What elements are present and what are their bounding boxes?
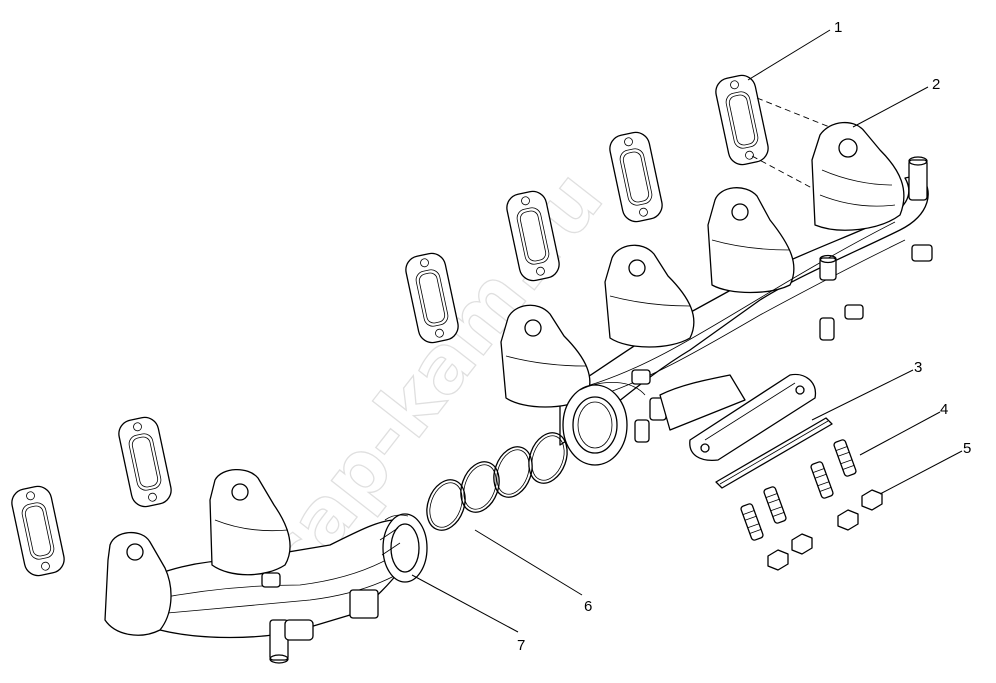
callout-5: 5 [963, 440, 971, 457]
sealing-ring [460, 461, 500, 513]
stud [740, 503, 764, 541]
rear-exhaust-manifold [500, 121, 933, 466]
callout-labels: 1 2 3 4 5 6 7 [517, 19, 971, 654]
stud [810, 461, 834, 499]
stud [833, 439, 857, 477]
studs-group [740, 439, 857, 541]
callout-6: 6 [584, 598, 592, 615]
sealing-ring [493, 446, 533, 498]
callout-1: 1 [834, 19, 842, 36]
stud [763, 486, 787, 524]
leader-lines [411, 29, 963, 633]
sealing-rings [426, 432, 568, 531]
callout-2: 2 [932, 76, 940, 93]
nut [837, 509, 859, 531]
nut [861, 489, 883, 511]
gaskets-group [11, 74, 769, 577]
gasket-3 [506, 190, 560, 282]
gasket-6 [11, 485, 65, 577]
sealing-ring [426, 479, 466, 531]
alignment-lines [751, 97, 833, 196]
nuts-group [767, 489, 883, 571]
callout-7: 7 [517, 637, 525, 654]
sealing-ring [528, 432, 568, 484]
nut [791, 533, 813, 555]
callout-3: 3 [914, 359, 922, 376]
callout-4: 4 [940, 401, 948, 418]
flange-gasket [715, 417, 833, 489]
gasket-5 [118, 416, 172, 508]
gasket-2 [609, 131, 663, 223]
gasket-1 [715, 74, 769, 166]
gasket-4 [405, 252, 459, 344]
front-exhaust-manifold [104, 468, 428, 664]
nut [767, 549, 789, 571]
